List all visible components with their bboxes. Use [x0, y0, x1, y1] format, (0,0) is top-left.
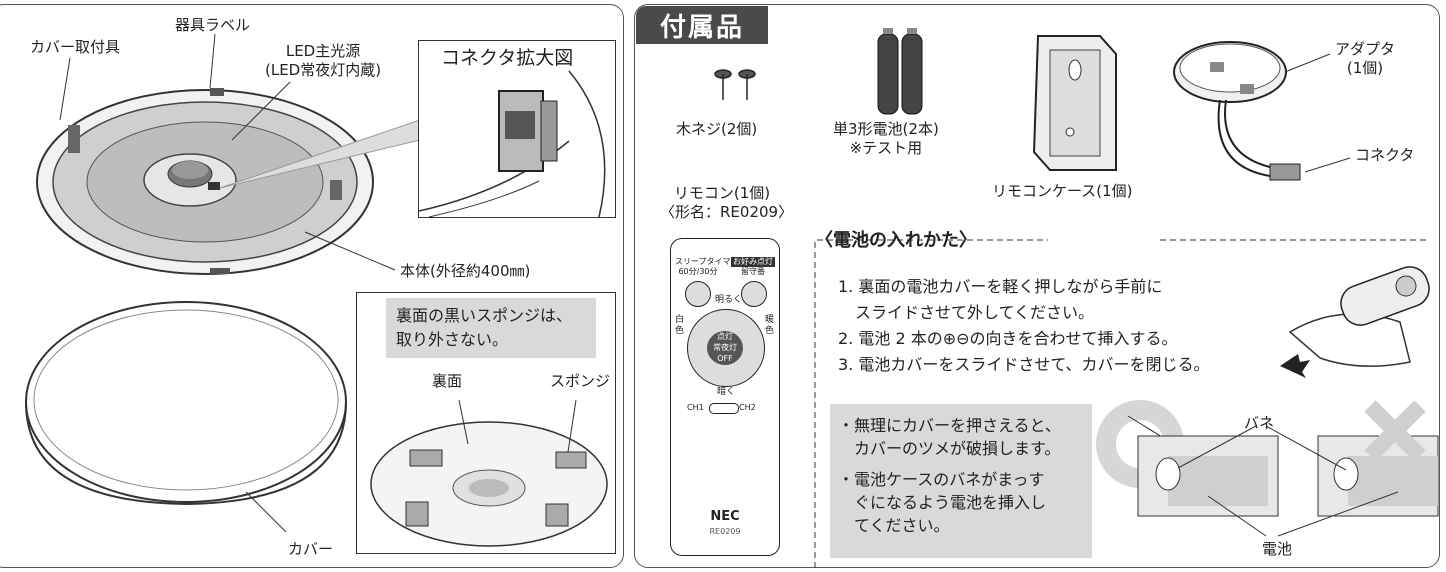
label-remote: リモコン(1個) 〈形名：RE0209〉 [660, 184, 794, 222]
label-led-source-line2: (LED常夜灯内蔵) [265, 60, 382, 79]
adapter-leaders [1284, 53, 1351, 173]
remote-center-line1: 点灯 [717, 332, 733, 341]
label-adapter-line1: アダプタ [1335, 40, 1396, 58]
label-fixture-label: 器具ラベル [175, 16, 251, 34]
remote-model: RE0209 [709, 527, 741, 536]
batteries-illustration [877, 28, 923, 115]
sponge-note: 裏面の黒いスポンジは、 取り外さない。 [386, 298, 596, 358]
battery-heading: 〈電池の入れかた〉 [815, 230, 977, 251]
label-batteries-line1: 単3形電池(2本) [833, 120, 939, 138]
remote-center-line2: 常夜灯 [713, 343, 737, 352]
label-batteries-line2: ※テスト用 [849, 138, 923, 157]
sponge-note-line1: 裏面の黒いスポンジは、 [396, 306, 573, 325]
battery-steps: 1. 裏面の電池カバーを軽く押しながら手前に スライドさせて外してください。 2… [838, 276, 1210, 380]
adapter-illustration [1173, 41, 1301, 181]
remote-control: スリープタイマー 60分/30分 お好み点灯 留守番 明るく 白色 暖色 点灯 … [670, 238, 780, 556]
remote-ch2-label: CH2 [739, 403, 756, 412]
remote-dark-label: 暗く [717, 387, 736, 397]
label-batteries: 単3形電池(2本) ※テスト用 [833, 120, 939, 158]
remote-sleep-button[interactable] [685, 281, 711, 307]
accessories-title: 付属品 [636, 6, 768, 44]
remote-ch-switch[interactable] [709, 403, 739, 414]
battery-step-2: 2. 電池 2 本の⊕⊖の向きを合わせて挿入する。 [838, 329, 1178, 348]
remote-sleep-label: スリープタイマー 60分/30分 [675, 257, 739, 277]
remote-case-illustration [1032, 35, 1117, 171]
back-side-illustration [370, 399, 608, 547]
label-spring: バネ [1244, 414, 1275, 432]
label-led-source: LED主光源 (LED常夜灯内蔵) [265, 42, 381, 80]
sponge-note-line2: 取り外さない。 [396, 330, 509, 349]
remote-center-line3: OFF [717, 354, 733, 363]
remote-fav-line1: お好み点灯 [731, 257, 775, 267]
battery-step-1-cont: スライドさせて外してください。 [855, 303, 1095, 322]
label-body: 本体(外径約400㎜) [400, 262, 531, 280]
remote-center-button[interactable]: 点灯 常夜灯 OFF [707, 331, 743, 365]
screws-illustration [714, 69, 756, 100]
remote-bright-label: 明るく [715, 295, 743, 305]
battery-note-line5: てください。 [854, 516, 950, 535]
battery-section-frame [814, 239, 1430, 568]
battery-step-1: 1. 裏面の電池カバーを軽く押しながら手前に [838, 277, 1163, 296]
connector-zoom-title: コネクタ拡大図 [441, 47, 574, 69]
remote-fav-label: お好み点灯 留守番 [731, 257, 775, 277]
remote-fav-line2: 留守番 [741, 267, 765, 276]
remote-warm-label: 暖色 [765, 315, 775, 336]
battery-spring-illustration [1096, 400, 1439, 537]
label-screws: 木ネジ(2個) [676, 120, 758, 138]
remote-brand: NEC [710, 509, 740, 524]
remote-fav-button[interactable] [741, 281, 767, 307]
label-remote-line1: リモコン(1個) [673, 184, 771, 202]
remote-ch1-label: CH1 [687, 403, 704, 412]
leader-lines-top [59, 33, 396, 271]
label-sponge: スポンジ [550, 372, 611, 390]
battery-note-line3: ・電池ケースのバネがまっす [838, 470, 1045, 489]
label-battery: 電池 [1262, 540, 1293, 558]
connector-zoom-illustration [418, 70, 606, 218]
battery-notes: ・無理にカバーを押さえると、 カバーのツメが破損します。 ・電池ケースのバネがま… [830, 404, 1092, 558]
label-case: リモコンケース(1個) [992, 182, 1133, 200]
connector-zoom-box: コネクタ拡大図 [418, 40, 616, 218]
hand-remote-illustration [1280, 266, 1430, 378]
label-adapter: アダプタ (1個) [1335, 40, 1395, 78]
label-cover: カバー [288, 540, 334, 558]
label-remote-line2: 〈形名：RE0209〉 [660, 202, 794, 221]
remote-sleep-line2: 60分/30分 [678, 267, 718, 276]
remote-white-label: 白色 [675, 315, 685, 336]
battery-note-line1: ・無理にカバーを押さえると、 [838, 416, 1061, 435]
label-connector: コネクタ [1355, 146, 1415, 164]
fixture-body-illustration [36, 88, 374, 275]
remote-sleep-line1: スリープタイマー [675, 257, 739, 266]
label-back: 裏面 [432, 372, 463, 390]
battery-step-3: 3. 電池カバーをスライドさせて、カバーを閉じる。 [838, 355, 1210, 374]
cover-illustration [25, 301, 347, 533]
battery-note-line4: ぐになるよう電池を挿入し [854, 493, 1047, 512]
label-led-source-line1: LED主光源 [285, 42, 361, 60]
label-adapter-line2: (1個) [1346, 58, 1384, 77]
battery-note-line2: カバーのツメが破損します。 [854, 439, 1061, 458]
label-cover-mount: カバー取付具 [30, 38, 121, 56]
